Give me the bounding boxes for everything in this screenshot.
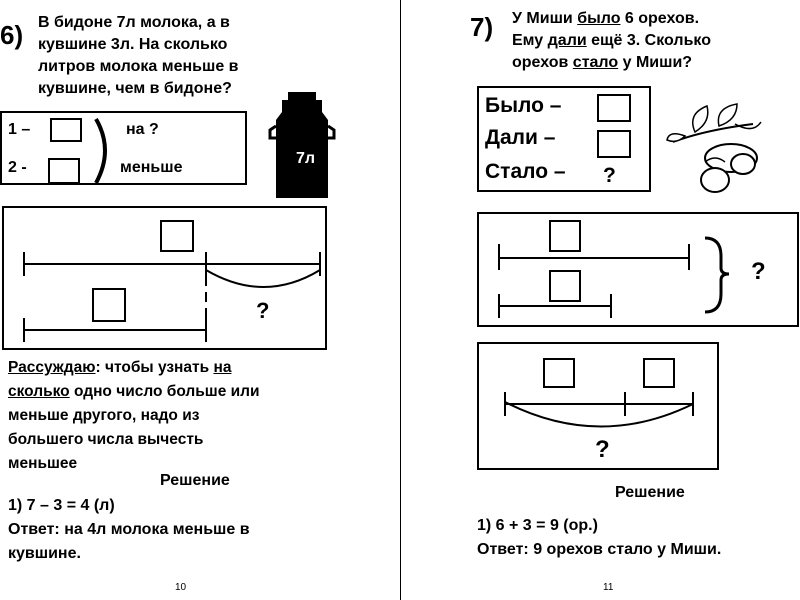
answer-box[interactable]: [597, 94, 631, 122]
segments-drawing: [504, 392, 694, 428]
reasoning-line: большего числа вычесть: [8, 431, 204, 448]
segment-diagram-box: ?: [477, 342, 719, 470]
reasoning-line: меньшее: [8, 455, 78, 472]
short-scheme-box: Было – Дали – Стало – ?: [477, 86, 651, 192]
diagram-question: ?: [751, 258, 766, 285]
page-number: 10: [175, 582, 187, 593]
segments-drawing: [498, 236, 730, 318]
answer-box[interactable]: [643, 358, 675, 388]
scheme-na-label: на ?: [126, 121, 159, 138]
task-underlined: дали: [547, 32, 587, 49]
task-6-line: кувшине, чем в бидоне?: [38, 80, 232, 97]
task-fragment: 6 орехов.: [620, 10, 700, 27]
solution-line: 1) 7 – 3 = 4 (л): [8, 497, 115, 514]
milk-can-icon: [268, 92, 336, 198]
solution-title: Решение: [160, 472, 230, 489]
task-6-text: В бидоне 7л молока, а в кувшине 3л. На с…: [38, 12, 308, 100]
answer-line: Ответ: 9 орехов стало у Миши.: [477, 541, 722, 558]
nuts-branch-icon: [666, 103, 762, 193]
task-underlined: было: [577, 10, 621, 27]
scheme-row1-prefix: 1 –: [8, 121, 31, 138]
segment-diagram-box: ?: [477, 212, 799, 327]
reasoning-fragment: одно число больше или: [69, 383, 260, 400]
reasoning-keyword: Рассуждаю: [8, 359, 96, 376]
answer-box[interactable]: [50, 118, 82, 142]
answer-box[interactable]: [543, 358, 575, 388]
solution-line: 1) 6 + 3 = 9 (ор.): [477, 517, 598, 534]
task-underlined: стало: [572, 54, 619, 71]
segments-drawing: [23, 252, 321, 342]
scheme-became-label: Стало –: [485, 160, 566, 183]
reasoning-line: сколько одно число больше или: [8, 380, 338, 404]
task-fragment: орехов: [512, 54, 573, 71]
task-7-text: У Миши было 6 орехов. Ему дали ещё 3. Ск…: [512, 8, 792, 74]
page-number: 11: [603, 582, 614, 593]
page-divider: [400, 0, 401, 600]
task-6-line: литров молока меньше в: [38, 58, 239, 75]
scheme-row2-prefix: 2 -: [8, 159, 27, 176]
reasoning-fragment: : чтобы узнать: [95, 359, 214, 376]
task-fragment: у Миши?: [618, 54, 693, 71]
task-7-line: Ему дали ещё 3. Сколько: [512, 30, 792, 52]
reasoning-text: Рассуждаю: чтобы узнать на сколько одно …: [8, 356, 338, 476]
answer-box[interactable]: [160, 220, 194, 252]
answer-line: Ответ: на 4л молока меньше в: [8, 521, 250, 538]
segment-diagram-box: ?: [2, 206, 327, 350]
scheme-less-label: меньше: [120, 159, 183, 176]
answer-box[interactable]: [549, 270, 581, 302]
reasoning-line: Рассуждаю: чтобы узнать на: [8, 356, 338, 380]
diagram-question: ?: [595, 436, 610, 463]
task-number-7: 7): [470, 12, 494, 42]
answer-box[interactable]: [48, 158, 80, 184]
answer-box[interactable]: [92, 288, 126, 322]
task-fragment: ещё 3. Сколько: [586, 32, 711, 49]
reasoning-underlined: на: [213, 359, 232, 376]
short-scheme-box: 1 – 2 - на ? меньше: [0, 111, 247, 185]
bracket-icon: [94, 117, 107, 184]
answer-line: кувшине.: [8, 545, 81, 562]
scheme-given-label: Дали –: [485, 126, 556, 149]
task-fragment: У Миши: [512, 10, 578, 27]
reasoning-underlined: сколько: [8, 383, 70, 400]
answer-box[interactable]: [549, 220, 581, 252]
milk-can-label: 7л: [296, 150, 316, 167]
task-7-line: У Миши было 6 орехов.: [512, 8, 792, 30]
scheme-question: ?: [603, 164, 616, 187]
answer-box[interactable]: [597, 130, 631, 158]
scheme-was-label: Было –: [485, 94, 562, 117]
task-6-line: кувшине 3л. На сколько: [38, 36, 228, 53]
task-7-line: орехов стало у Миши?: [512, 52, 792, 74]
task-number-6: 6): [0, 20, 24, 50]
diagram-question: ?: [256, 298, 270, 323]
task-fragment: Ему: [512, 32, 548, 49]
solution-title: Решение: [615, 484, 685, 501]
reasoning-line: меньше другого, надо из: [8, 407, 200, 424]
task-6-line: В бидоне 7л молока, а в: [38, 14, 230, 31]
